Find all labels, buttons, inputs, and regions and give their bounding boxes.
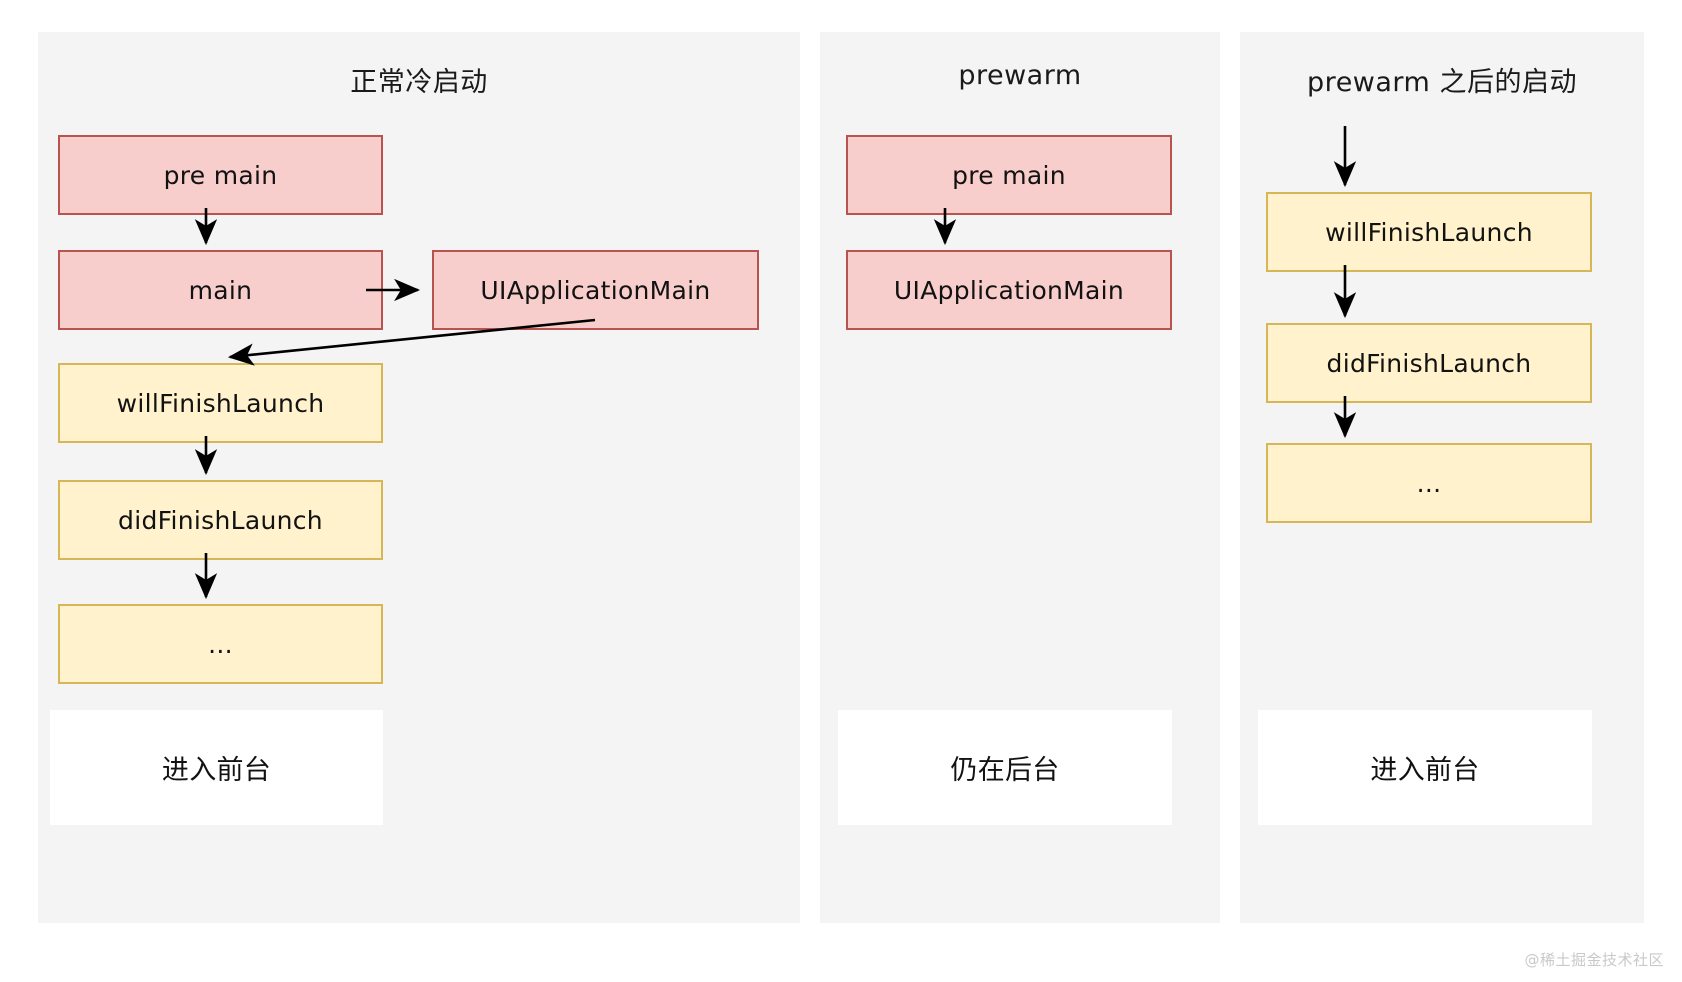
node-state-prewarm: 仍在后台 <box>838 710 1172 825</box>
node-state-after: 进入前台 <box>1258 710 1592 825</box>
node-main-cold: main <box>58 250 383 330</box>
node-didfinishlaunch-cold: didFinishLaunch <box>58 480 383 560</box>
node-willfinishlaunch-after: willFinishLaunch <box>1266 192 1592 272</box>
watermark: @稀土掘金技术社区 <box>1524 951 1664 969</box>
panel-cold-start: 正常冷启动 pre main main UIApplicationMain wi… <box>38 32 800 923</box>
node-willfinishlaunch-cold: willFinishLaunch <box>58 363 383 443</box>
node-pre-main-prewarm: pre main <box>846 135 1172 215</box>
panel-after-prewarm: prewarm 之后的启动 willFinishLaunch didFinish… <box>1240 32 1644 923</box>
node-uiapplicationmain-cold: UIApplicationMain <box>432 250 759 330</box>
node-ellipsis-cold: ... <box>58 604 383 684</box>
panel-prewarm-title: prewarm <box>958 60 1082 91</box>
node-pre-main-cold: pre main <box>58 135 383 215</box>
panel-cold-start-title: 正常冷启动 <box>350 67 488 98</box>
panel-prewarm: prewarm pre main UIApplicationMain 仍在后台 <box>820 32 1220 923</box>
node-uiapplicationmain-prewarm: UIApplicationMain <box>846 250 1172 330</box>
node-ellipsis-after: ... <box>1266 443 1592 523</box>
node-state-cold: 进入前台 <box>50 710 383 825</box>
panel-after-prewarm-title: prewarm 之后的启动 <box>1307 67 1577 98</box>
node-didfinishlaunch-after: didFinishLaunch <box>1266 323 1592 403</box>
